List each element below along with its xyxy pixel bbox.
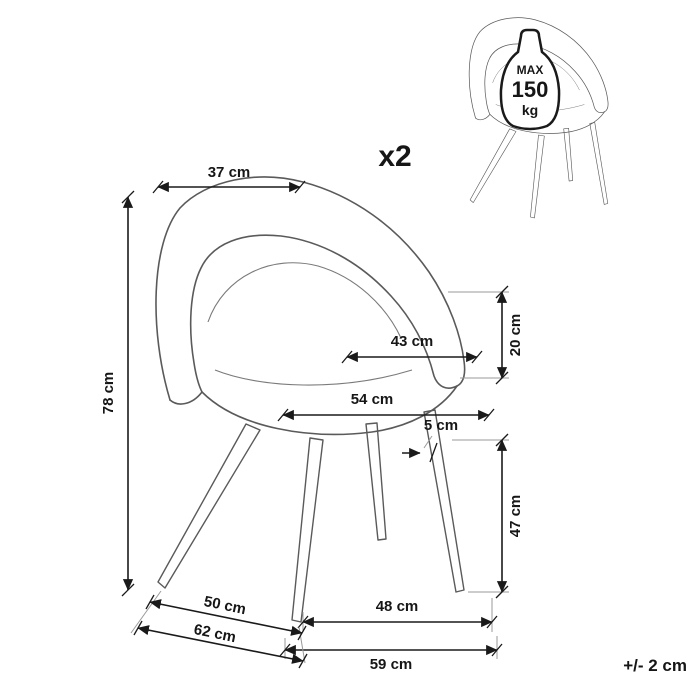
kettlebell-icon <box>499 28 561 131</box>
dim-total-height: 78 cm <box>100 190 135 597</box>
max-load-badge: MAX 150 kg <box>499 28 561 131</box>
chair-shell-inner <box>189 234 458 393</box>
chair-seat-front <box>201 385 458 436</box>
dim-seat-depth-label: 43 cm <box>391 333 434 350</box>
chair-seat-seam <box>214 369 413 386</box>
dim-seat-height: 47 cm <box>452 433 524 599</box>
dim-seat-height-label: 47 cm <box>507 495 524 538</box>
dim-total-height-label: 78 cm <box>100 372 117 415</box>
quantity-label: x2 <box>378 140 411 173</box>
dim-seat-depth: 43 cm <box>341 333 483 364</box>
dim-leg-span-total: 59 cm <box>279 636 503 673</box>
chair-leg-back-right <box>423 409 465 593</box>
dim-armrest-height-label: 20 cm <box>507 314 524 357</box>
dim-leg-span-total-label: 59 cm <box>370 656 413 673</box>
dim-backrest-width-label: 37 cm <box>208 164 251 181</box>
chair-leg-front-right <box>291 437 324 623</box>
dim-armrest-height: 20 cm <box>448 285 524 385</box>
dim-total-depth-label: 62 cm <box>192 621 237 646</box>
dim-leg-span-front: 48 cm <box>297 598 498 632</box>
chair-shell-outline <box>155 176 466 401</box>
max-load-label: MAX <box>517 63 544 77</box>
dim-leg-width-label: 5 cm <box>424 417 458 434</box>
max-load-unit: kg <box>522 102 538 118</box>
dim-seat-width: 54 cm <box>277 391 495 422</box>
chair-left-arm-cap <box>169 391 203 405</box>
dim-leg-span-front-label: 48 cm <box>376 598 419 615</box>
main-chair-drawing <box>155 176 466 623</box>
tolerance-label: +/- 2 cm <box>623 656 687 675</box>
dim-backrest-width: 37 cm <box>152 164 306 194</box>
dim-leg-width: 5 cm <box>402 417 458 463</box>
chair-backrest-seam <box>207 262 402 339</box>
dim-seat-width-label: 54 cm <box>351 391 394 408</box>
chair-leg-front-left <box>157 423 261 589</box>
chair-leg-back-left <box>365 422 387 541</box>
max-load-value: 150 <box>512 77 549 102</box>
